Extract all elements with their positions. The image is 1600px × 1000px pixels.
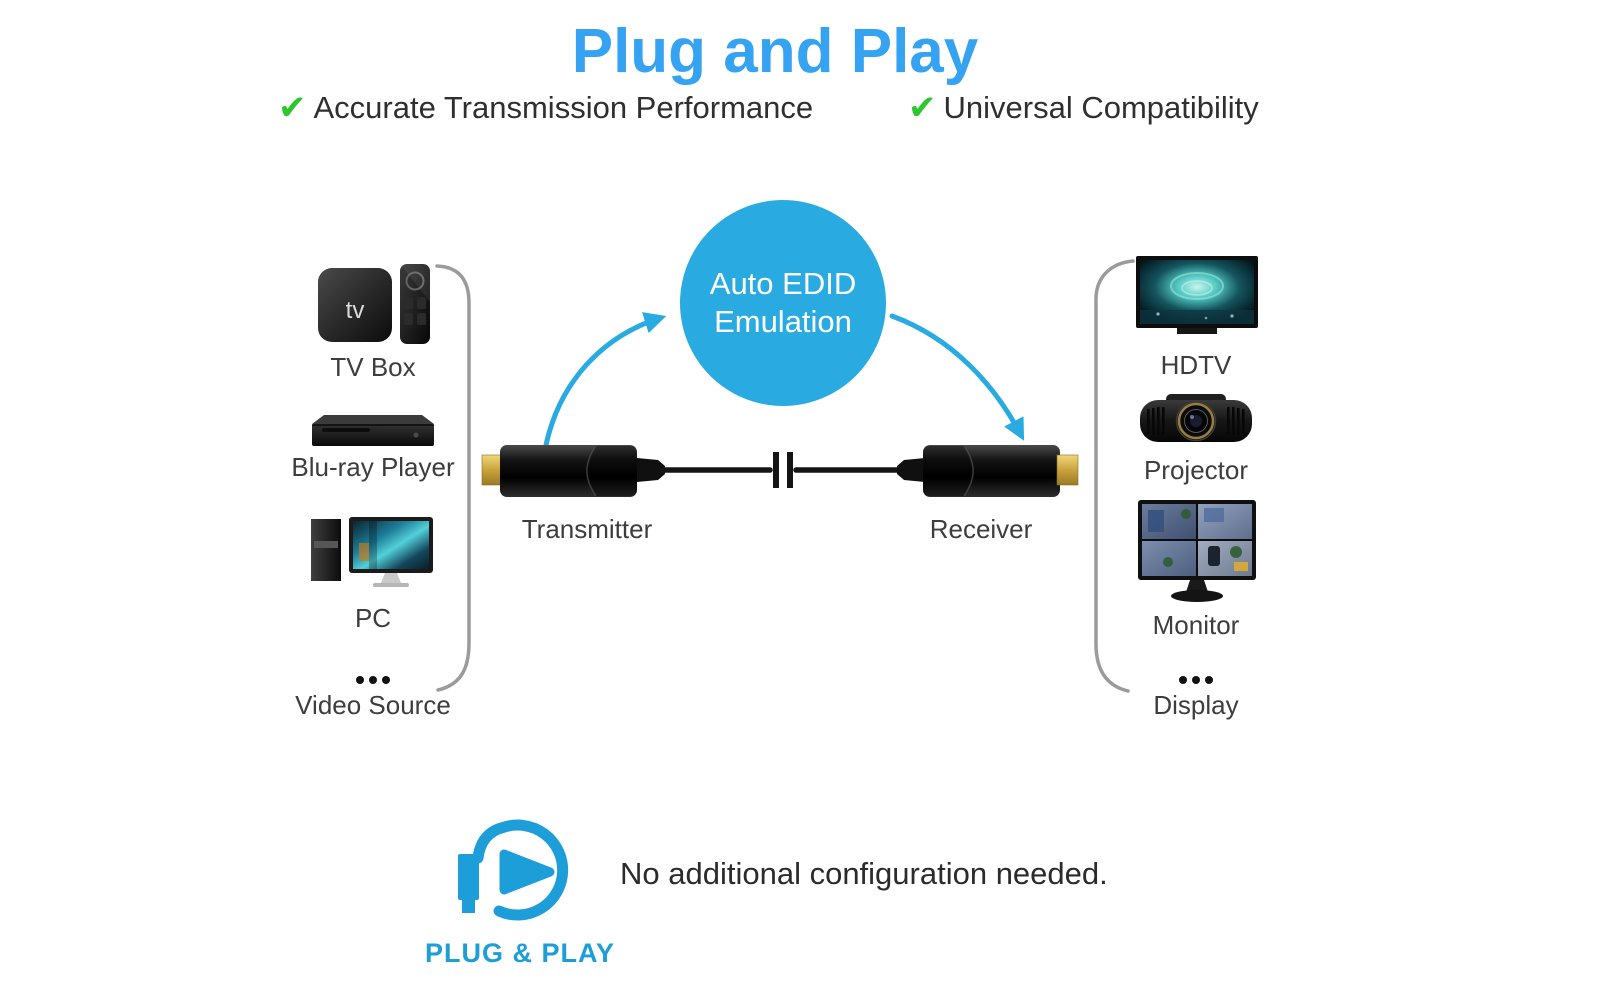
arrow-edid-to-receiver-icon: [889, 313, 1025, 441]
receiver-label: Receiver: [929, 514, 1033, 544]
cable-break-icon: [660, 452, 903, 488]
feature-universal-compatibility: ✔ Universal Compatibility: [908, 90, 1259, 126]
link-assembly: [481, 445, 1079, 497]
feature-label: Universal Compatibility: [943, 90, 1259, 125]
footer-note: No additional configuration needed.: [620, 856, 1108, 891]
ellipsis-icon: [1096, 676, 1296, 684]
auto-edid-circle: Auto EDID Emulation: [680, 200, 886, 406]
device-label-pc: PC: [354, 603, 392, 633]
transmitter-label: Transmitter: [521, 514, 653, 544]
displays-bracket: [1094, 259, 1135, 693]
plug-and-play-icon: [458, 819, 569, 921]
edid-line1: Auto EDID: [709, 266, 857, 301]
feature-accurate-transmission: ✔ Accurate Transmission Performance: [278, 90, 813, 126]
device-label-hdtv: HDTV: [1160, 350, 1232, 380]
device-label-blu-ray: Blu-ray Player: [291, 452, 455, 482]
check-icon: ✔: [908, 89, 937, 127]
plug-and-play-label: PLUG & PLAY: [424, 938, 616, 968]
device-label-tv-box: TV Box: [330, 352, 416, 382]
receiver-image: [897, 445, 1079, 497]
sources-bracket: [435, 264, 471, 692]
page-title: Plug and Play: [571, 17, 979, 86]
check-icon: ✔: [278, 89, 307, 127]
blu-ray-player-image: [312, 415, 434, 446]
group-label-display: Display: [1153, 690, 1239, 720]
ellipsis-icon: [273, 676, 473, 684]
monitor-image: [1138, 500, 1256, 602]
group-label-video-source: Video Source: [295, 690, 451, 720]
hdtv-image: [1136, 256, 1258, 334]
device-label-monitor: Monitor: [1152, 610, 1240, 640]
arrow-transmitter-to-edid-icon: [542, 312, 667, 453]
device-label-projector: Projector: [1143, 455, 1249, 485]
transmitter-image: [481, 445, 665, 497]
tv-box-glyph: tv: [346, 297, 365, 324]
projector-image: [1140, 394, 1252, 442]
tv-box-image: tv: [318, 264, 430, 344]
pc-image: [311, 517, 433, 587]
edid-line2: Emulation: [714, 304, 852, 339]
edid-arrows: [542, 312, 1025, 453]
feature-label: Accurate Transmission Performance: [313, 90, 814, 125]
